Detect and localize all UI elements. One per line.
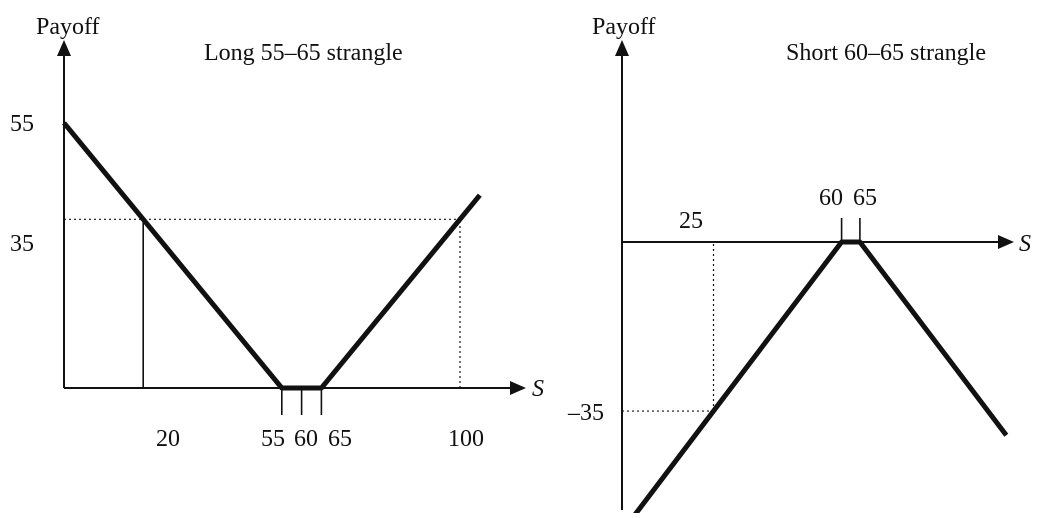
right-chart-marks — [615, 40, 1014, 518]
chart-title: Long 55–65 strangle — [204, 40, 403, 66]
y-axis-label: Payoff — [592, 14, 656, 40]
x-axis-label: S — [532, 376, 544, 402]
chart-short-strangle: Payoff Short 60–65 strangle S –35 25 60 … — [567, 14, 1031, 518]
y-axis-label: Payoff — [36, 14, 100, 40]
y-tick-label-55: 55 — [10, 111, 34, 137]
left-chart-marks — [57, 40, 526, 415]
x-tick-label-20: 20 — [156, 426, 180, 452]
y-tick-label-35: 35 — [10, 231, 34, 257]
x-tick-label-65: 65 — [853, 185, 877, 211]
x-tick-label-25: 25 — [679, 208, 703, 234]
payoff-series-line — [62, 121, 482, 391]
x-tick-label-65: 65 — [328, 426, 352, 452]
payoff-series-line — [629, 239, 1009, 518]
x-axis-label: S — [1019, 231, 1031, 257]
x-tick-label-55: 55 — [261, 426, 285, 452]
x-axis-arrowhead — [510, 381, 526, 395]
chart-title: Short 60–65 strangle — [786, 40, 986, 66]
x-tick-label-100: 100 — [448, 426, 484, 452]
y-axis-arrowhead — [615, 40, 629, 56]
x-tick-label-60: 60 — [819, 185, 843, 211]
chart-long-strangle: Payoff Long 55–65 strangle S 55 35 20 55… — [10, 14, 544, 452]
y-axis-arrowhead — [57, 40, 71, 56]
x-tick-label-60: 60 — [294, 426, 318, 452]
y-tick-label-minus-35: –35 — [567, 400, 604, 426]
x-axis-arrowhead — [998, 235, 1014, 249]
